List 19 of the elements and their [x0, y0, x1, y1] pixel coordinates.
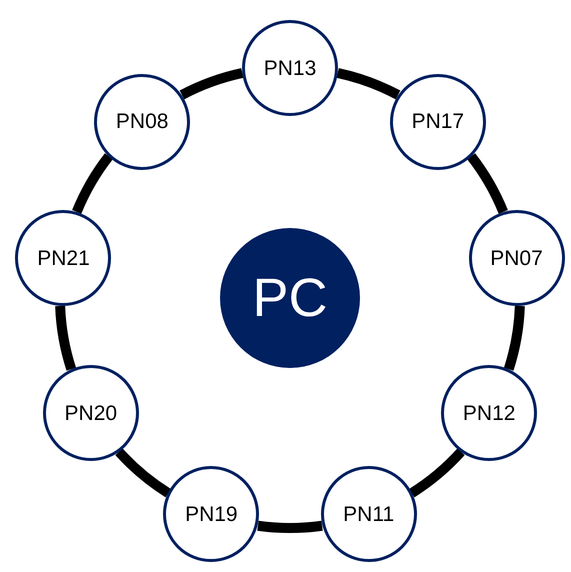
- ring-connector: [257, 520, 323, 533]
- ring-connector: [336, 68, 400, 100]
- ring-connector: [72, 153, 113, 214]
- node-label: PN08: [116, 111, 168, 132]
- node-label: PN19: [185, 504, 238, 525]
- ring-connector: [504, 306, 525, 371]
- node-label: PC: [252, 271, 328, 325]
- node-label: PN21: [37, 248, 90, 269]
- ring-connector: [55, 306, 76, 371]
- ring-connector: [467, 153, 508, 214]
- node-label: PN07: [490, 248, 543, 269]
- node-label: PN11: [343, 504, 394, 525]
- ring-connector: [180, 68, 244, 100]
- node-label: PN17: [412, 111, 464, 132]
- node-label: PN20: [64, 402, 118, 424]
- ring-connector: [115, 448, 171, 498]
- node-label: PN12: [462, 402, 516, 424]
- ring-connector: [409, 448, 465, 498]
- node-label: PN13: [264, 58, 316, 78]
